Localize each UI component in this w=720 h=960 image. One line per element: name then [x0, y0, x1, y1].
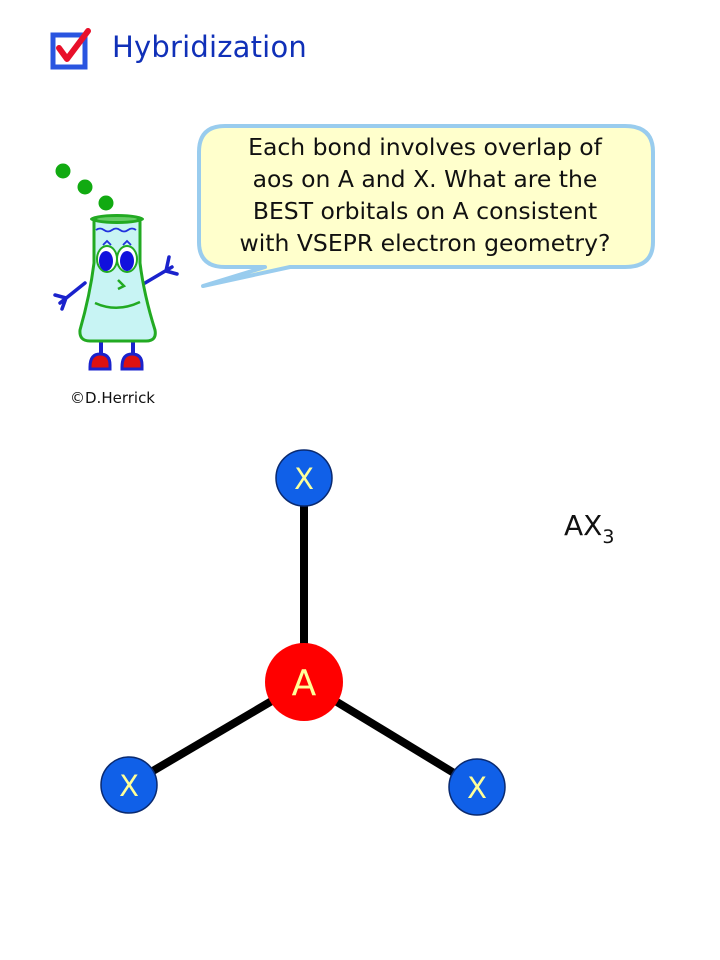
copyright-credit: ©D.Herrick — [70, 389, 155, 407]
formula-subscript: 3 — [602, 526, 615, 548]
speech-bubble — [197, 124, 655, 288]
formula-base: AX — [564, 509, 603, 542]
central-atom: A — [265, 643, 343, 721]
checkbox-checked-icon — [50, 28, 91, 70]
bubble-line: Each bond involves overlap of — [248, 133, 602, 161]
flask-mascot-icon — [53, 163, 179, 371]
atom-label: X — [467, 771, 487, 805]
page-title: Hybridization — [112, 30, 307, 64]
atom-label: X — [294, 462, 314, 496]
ligand-atom-bottom-right: X — [448, 758, 506, 816]
ligand-atom-top: X — [275, 449, 333, 507]
atom-label: X — [119, 769, 139, 803]
bubble-line: BEST orbitals on A consistent — [252, 197, 598, 225]
ligand-atom-bottom-left: X — [100, 756, 158, 814]
speech-bubble-text: Each bond involves overlap of aos on A a… — [215, 131, 635, 259]
molecule-formula: AX3 — [564, 509, 614, 548]
ax3-molecule-diagram: X X X A — [100, 449, 506, 816]
atom-label: A — [292, 663, 317, 704]
bubble-line: with VSEPR electron geometry? — [239, 229, 611, 257]
bubble-line: aos on A and X. What are the — [252, 165, 598, 193]
